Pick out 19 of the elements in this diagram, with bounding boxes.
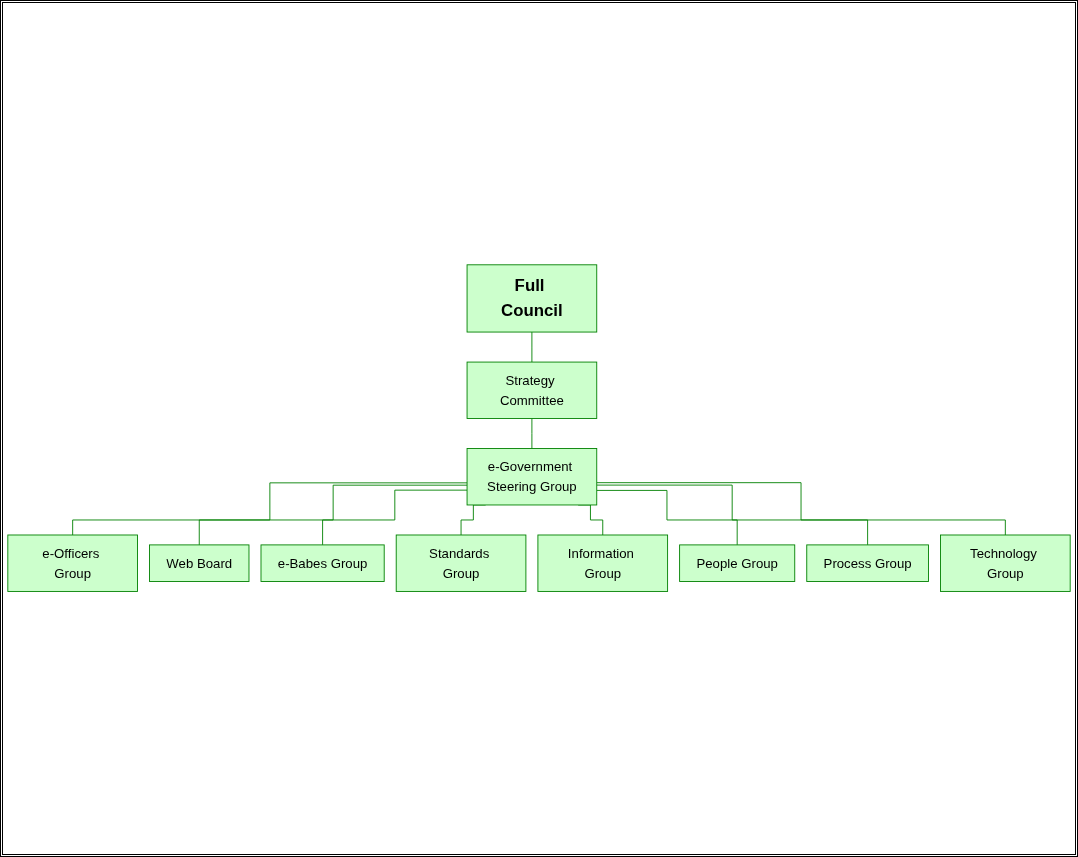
node-box: Standards Group xyxy=(395,534,527,593)
node-box: Process Group xyxy=(806,544,929,583)
node-box: Web Board xyxy=(149,544,250,583)
connector xyxy=(322,490,468,546)
connector xyxy=(596,485,869,546)
node-box: e-Babes Group xyxy=(260,544,385,583)
connector xyxy=(596,482,1006,536)
node-box: People Group xyxy=(679,544,796,583)
connector xyxy=(531,332,533,363)
connector xyxy=(198,485,468,546)
node-box: e-Officers Group xyxy=(7,534,138,593)
node-box: Technology Group xyxy=(940,534,1071,593)
node-box: Full Council xyxy=(466,264,598,333)
node-box: Strategy Committee xyxy=(466,362,598,420)
connector xyxy=(72,482,468,536)
connector xyxy=(596,490,738,546)
node-box: Information Group xyxy=(537,534,669,593)
node-box: e-Government Steering Group xyxy=(466,448,598,506)
connector xyxy=(531,418,533,450)
